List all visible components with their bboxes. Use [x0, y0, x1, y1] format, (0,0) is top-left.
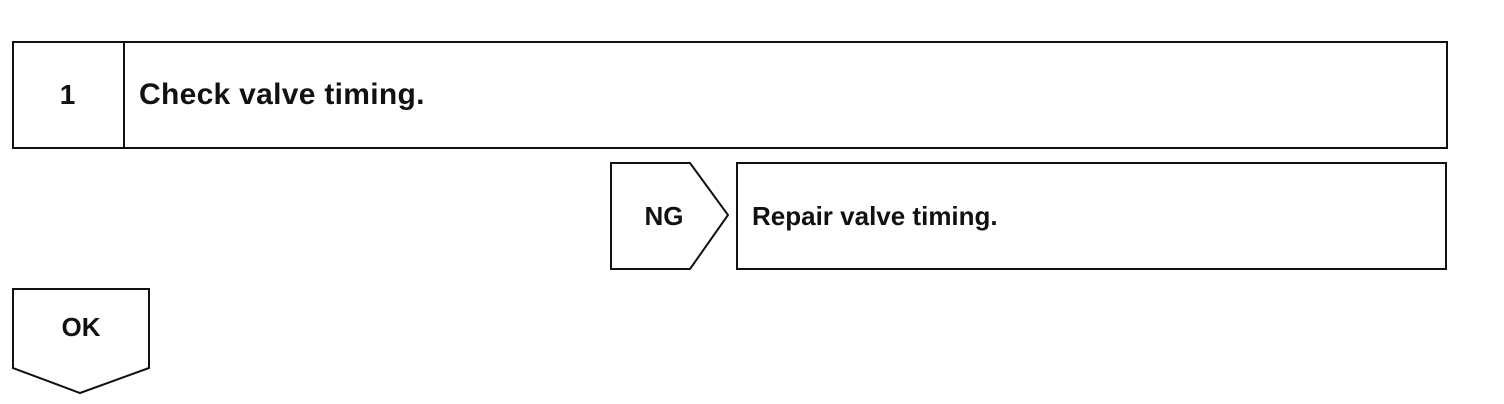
ng-result-text: Repair valve timing. [752, 200, 998, 231]
ng-arrow-shape [610, 162, 730, 270]
step-number: 1 [12, 41, 125, 149]
step-instruction: Check valve timing. [139, 78, 425, 111]
ok-arrow-shape [12, 288, 150, 395]
ok-label: OK [61, 311, 101, 342]
step-box [12, 41, 1448, 149]
ng-label: NG [644, 200, 684, 231]
ng-result-box [736, 162, 1447, 270]
